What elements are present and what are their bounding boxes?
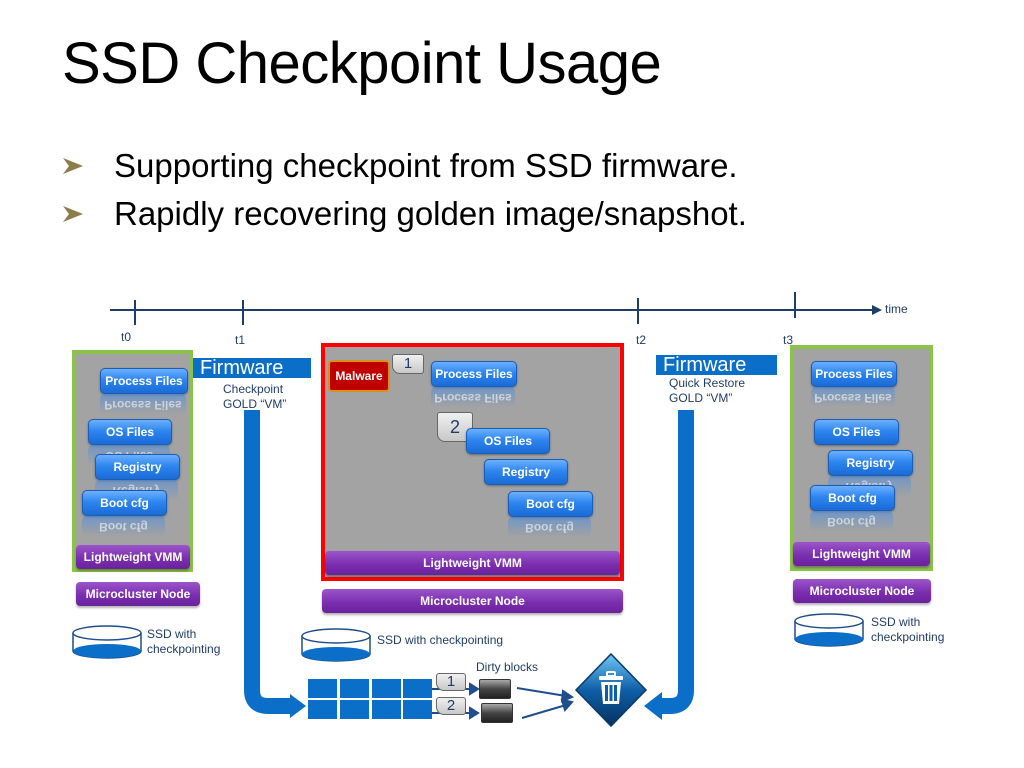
file-os-files: OS Files [88,419,172,445]
time-axis-label: time [885,302,908,316]
file-process-files: Process Files [811,361,897,387]
tick-label-t2: t2 [636,333,647,347]
storage-block [372,700,401,719]
bullet-arrow-icon [63,158,83,174]
microcluster-node-label: Microcluster Node [793,579,931,603]
ssd-label: SSD with checkpointing [871,615,945,644]
firmware-target: GOLD “VM” [223,397,287,411]
bullet-text: Rapidly recovering golden image/snapshot… [114,195,747,232]
restore-arrowhead-icon [644,692,662,720]
slide-title: SSD Checkpoint Usage [62,31,662,96]
file-reflection: Process Files [811,387,895,407]
file-reflection: Boot cfg [810,511,893,531]
firmware-target: GOLD “VM” [669,391,733,405]
storage-block [403,679,432,698]
timeline-arrowhead-icon [872,305,882,315]
restore-flow-arrow [660,410,694,714]
tick-label-t0: t0 [121,330,132,344]
file-process-files: Process Files [431,361,517,387]
storage-block [372,679,401,698]
file-process-files: Process Files [100,368,188,394]
file-registry: Registry [828,450,913,476]
malware-badge: Malware [328,360,390,392]
storage-block [403,700,432,719]
vmm-label: Lightweight VMM [325,551,620,575]
file-reflection: Boot cfg [82,516,165,536]
bullet-item: Rapidly recovering golden image/snapshot… [62,195,747,233]
file-boot-cfg: Boot cfg [82,490,167,516]
ssd-drive-icon [794,613,864,647]
dirty-blocks-label: Dirty blocks [476,660,539,674]
firmware-action: Quick Restore [669,376,746,390]
storage-block [308,700,337,719]
dirty-step-1: 1 [436,673,466,691]
vmm-label: Lightweight VMM [793,542,930,566]
trash-icon [574,652,648,728]
checkpoint-arrowhead-icon [290,694,306,718]
file-registry: Registry [95,454,180,480]
firmware-restore-title: Firmware [656,355,777,375]
timeline-axis [110,292,875,325]
microcluster-node-label: Microcluster Node [76,582,200,606]
file-reflection: Process Files [100,394,186,414]
bullet-arrow-icon [63,206,83,222]
checkpoint-flow-arrow [244,410,292,714]
firmware-checkpoint-title: Firmware [193,358,311,378]
dirty-block [481,703,513,723]
tick-label-t3: t3 [783,333,794,347]
ssd-drive-icon [72,625,142,659]
storage-block [340,679,369,698]
file-os-files: OS Files [814,419,899,445]
firmware-action: Checkpoint [223,382,284,396]
bullet-text: Supporting checkpoint from SSD firmware. [114,147,738,184]
ssd-label: SSD with checkpointing [147,627,221,656]
file-reflection: Boot cfg [508,517,591,537]
file-boot-cfg: Boot cfg [810,485,895,511]
file-boot-cfg: Boot cfg [508,491,593,517]
dirty-step-2: 2 [436,697,466,715]
tick-label-t1: t1 [235,333,246,347]
bullet-item: Supporting checkpoint from SSD firmware. [62,147,738,185]
file-os-files: OS Files [466,428,550,454]
dirty-block [479,679,511,699]
microcluster-node-label: Microcluster Node [322,589,623,613]
storage-block [340,700,369,719]
file-registry: Registry [484,459,568,485]
ssd-drive-icon [301,628,371,662]
ssd-label: SSD with checkpointing [377,633,504,647]
file-reflection: Process Files [431,387,515,407]
storage-block [308,679,337,698]
vmm-label: Lightweight VMM [76,545,190,569]
attack-step-1: 1 [392,354,424,374]
